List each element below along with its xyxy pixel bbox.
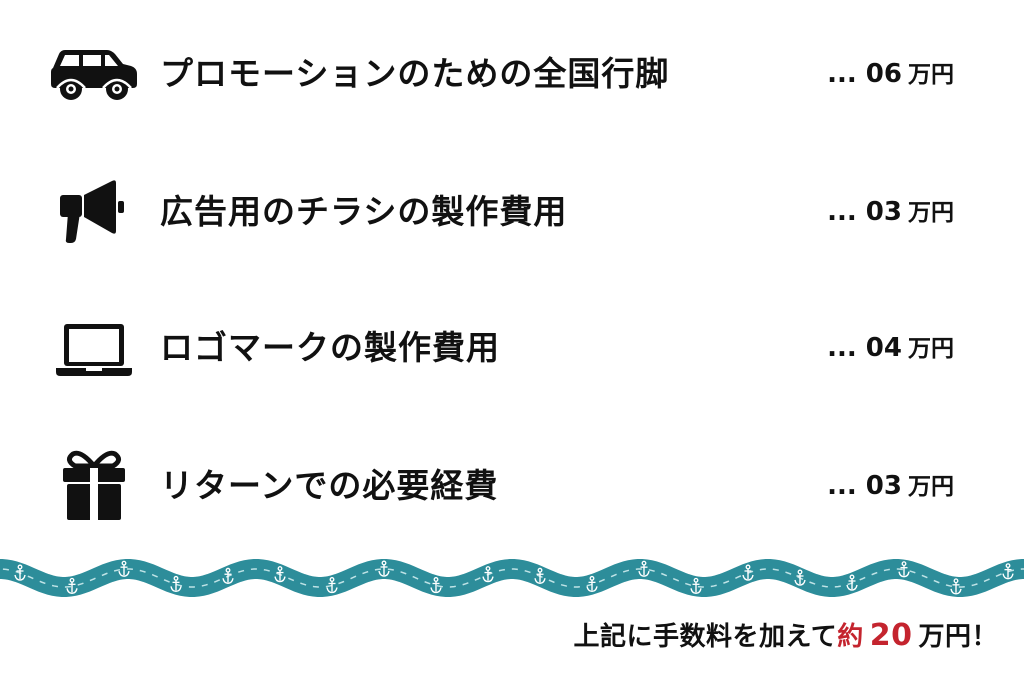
item-label: リターンでの必要経費 [160,466,499,505]
laptop-icon [48,308,140,388]
amount-value: ... 06 [827,59,902,89]
megaphone-icon [48,172,140,252]
wave-ribbon-divider [0,548,1024,608]
car-icon [48,34,140,114]
summary-prefix: 上記に手数料を加えて [573,622,838,652]
amount-value: ... 03 [827,197,902,227]
summary-accent: 約 [837,622,864,652]
amount-unit: 万円 [908,336,954,362]
summary-unit: 万円！ [918,622,998,652]
amount-value: ... 04 [827,333,902,363]
summary-value: 20 [869,618,913,653]
amount-value: ... 03 [827,471,902,501]
amount-unit: 万円 [908,62,954,88]
amount-unit: 万円 [908,474,954,500]
gift-icon [48,446,140,526]
item-label: プロモーションのための全国行脚 [160,54,670,93]
wave-ribbon [0,559,1024,597]
item-label: 広告用のチラシの製作費用 [160,192,568,231]
item-label: ロゴマークの製作費用 [160,328,500,367]
amount-unit: 万円 [908,200,954,226]
